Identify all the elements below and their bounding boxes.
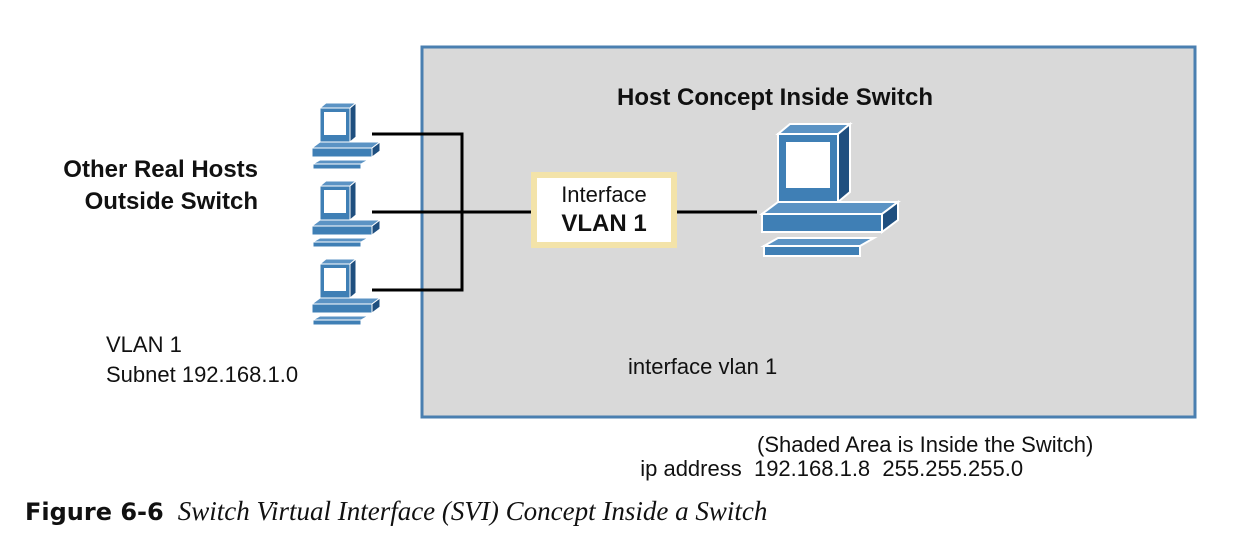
config-line-ip-address: ip address 192.168.1.8 255.255.255.0 [628,456,1024,481]
figure-title: Switch Virtual Interface (SVI) Concept I… [177,496,768,526]
vlan-cabling [372,132,757,292]
shaded-area-note: (Shaded Area is Inside the Switch) [757,432,1094,457]
small-host-computer-icon [311,258,381,326]
svi-config-text: interface vlan 1 ip address 192.168.1.8 … [628,282,1023,520]
svi-label-line2: VLAN 1 [561,210,647,237]
figure-caption: Figure 6-6 Switch Virtual Interface (SVI)… [25,496,767,527]
config-line-interface: interface vlan 1 [628,354,778,379]
figure-number: Figure 6-6 [25,498,164,526]
small-host-computer-icon [311,102,381,170]
outside-hosts-title: Other Real Hosts Outside Switch [24,154,258,218]
outside-hosts-title-line2: Outside Switch [84,188,258,215]
svi-interface-box: Interface VLAN 1 [531,172,677,248]
inside-switch-title: Host Concept Inside Switch [617,84,934,111]
subnet-label: Subnet 192.168.1.0 [106,362,299,387]
small-host-computer-icon [311,180,381,248]
vlan-subnet-label: VLAN 1 Subnet 192.168.1.0 [106,330,298,390]
svi-label-line1: Interface [561,182,647,207]
vlan-label: VLAN 1 [106,332,182,357]
outside-hosts-title-line1: Other Real Hosts [63,156,258,183]
